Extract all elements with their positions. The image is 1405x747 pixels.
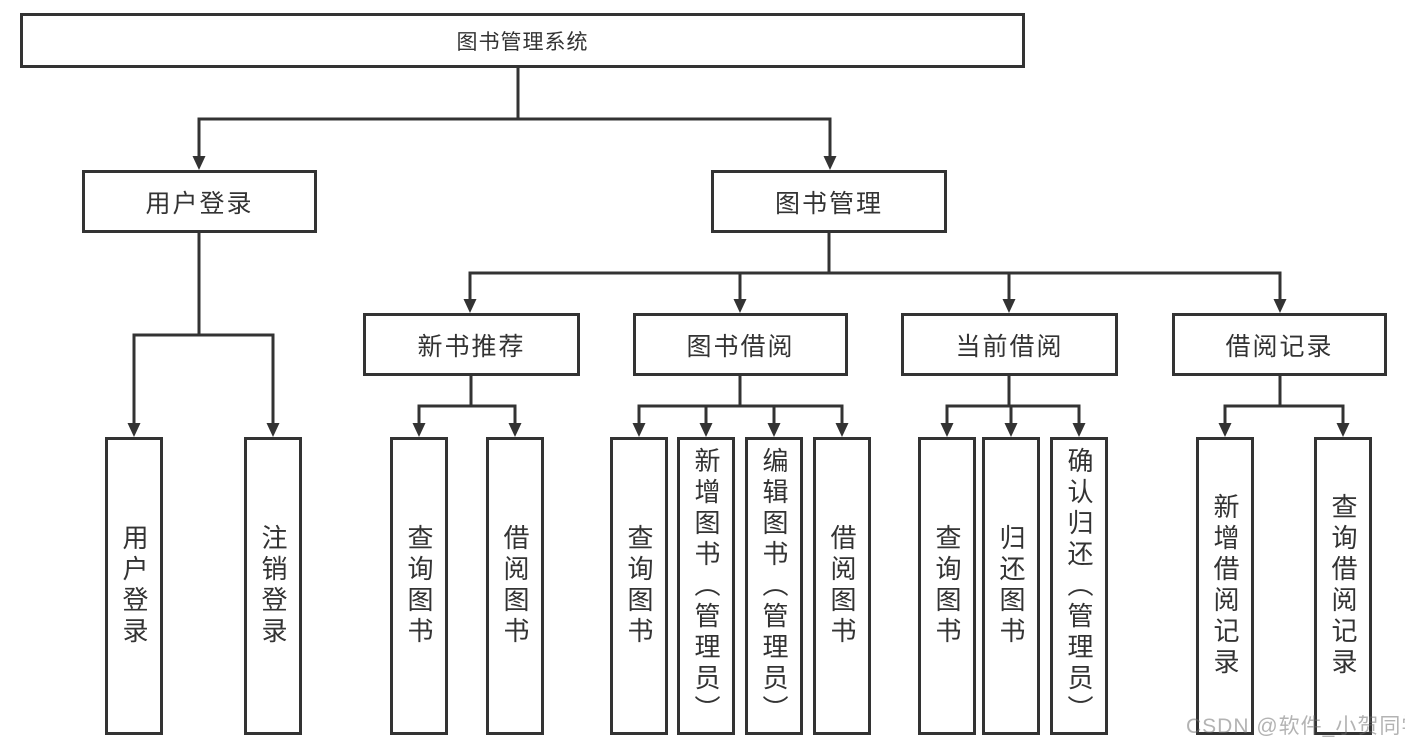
leaf-user-login: 用户登录 [105, 437, 163, 735]
leaf-label: 新增图书（管理员） [691, 446, 721, 726]
leaf-confirm-return-admin: 确认归还（管理员） [1050, 437, 1108, 735]
leaf-label: 注销登录 [258, 524, 288, 648]
leaf-label: 编辑图书（管理员） [759, 446, 789, 726]
node-book-management: 图书管理 [711, 170, 947, 233]
node-borrowing-records: 借阅记录 [1172, 313, 1387, 376]
node-label: 用户登录 [145, 189, 254, 218]
node-label: 新书推荐 [417, 332, 526, 361]
leaf-label: 借阅图书 [500, 524, 530, 648]
node-user-login: 用户登录 [82, 170, 317, 233]
node-library-management-system: 图书管理系统 [20, 13, 1025, 68]
leaf-query-books-current: 查询图书 [918, 437, 976, 735]
leaf-label: 用户登录 [119, 524, 149, 648]
leaf-logout: 注销登录 [244, 437, 302, 735]
leaf-borrow-books: 借阅图书 [813, 437, 871, 735]
leaf-return-books: 归还图书 [982, 437, 1040, 735]
leaf-query-borrow-record: 查询借阅记录 [1314, 437, 1372, 735]
leaf-add-borrow-record: 新增借阅记录 [1196, 437, 1254, 735]
node-label: 借阅记录 [1225, 332, 1334, 361]
leaf-edit-books-admin: 编辑图书（管理员） [745, 437, 803, 735]
leaf-add-books-admin: 新增图书（管理员） [677, 437, 735, 735]
leaf-label: 查询图书 [932, 524, 962, 648]
node-label: 图书管理系统 [456, 30, 589, 54]
leaf-query-books-borrowing: 查询图书 [610, 437, 668, 735]
csdn-watermark: CSDN @软件_小贺同学 [1186, 715, 1405, 738]
node-new-book-recommendation: 新书推荐 [363, 313, 580, 376]
leaf-label: 确认归还（管理员） [1064, 446, 1094, 726]
leaf-label: 查询借阅记录 [1328, 493, 1358, 679]
leaf-label: 新增借阅记录 [1210, 493, 1240, 679]
leaf-label: 借阅图书 [827, 524, 857, 648]
leaf-label: 查询图书 [624, 524, 654, 648]
node-current-borrowing: 当前借阅 [901, 313, 1118, 376]
node-label: 当前借阅 [955, 332, 1064, 361]
leaf-query-books-recommend: 查询图书 [390, 437, 448, 735]
node-book-borrowing: 图书借阅 [633, 313, 848, 376]
leaf-label: 归还图书 [996, 524, 1026, 648]
leaf-borrow-books-recommend: 借阅图书 [486, 437, 544, 735]
node-label: 图书借阅 [686, 332, 795, 361]
leaf-label: 查询图书 [404, 524, 434, 648]
node-label: 图书管理 [774, 189, 883, 218]
